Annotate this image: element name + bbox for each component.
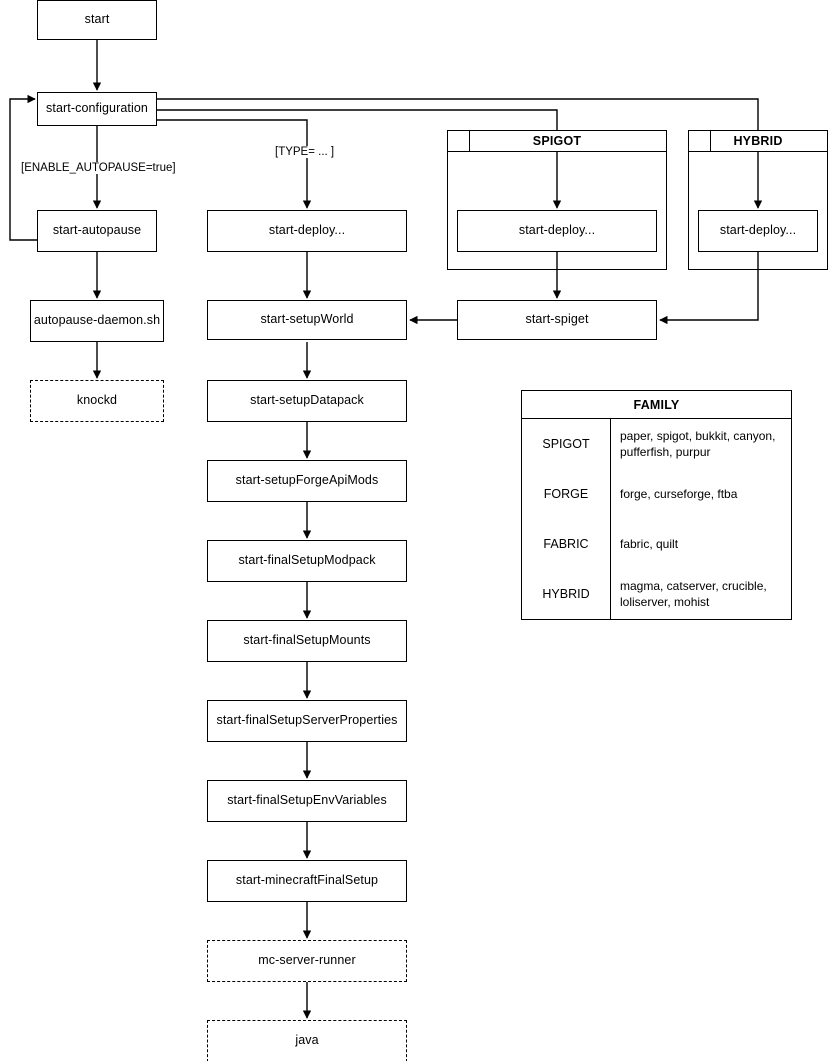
node-start-deploy-main[interactable]: start-deploy...	[207, 210, 407, 252]
lane-hybrid-title: HYBRID	[733, 134, 783, 148]
node-start-setupworld[interactable]: start-setupWorld	[207, 300, 407, 340]
node-knockd-label: knockd	[76, 393, 118, 408]
node-start-label: start	[84, 12, 110, 27]
node-start-finalsetupmounts[interactable]: start-finalSetupMounts	[207, 620, 407, 662]
family-row-key: FORGE	[543, 487, 589, 501]
lane-spigot-header-divider	[469, 131, 470, 152]
node-start-finalsetupenvvariables[interactable]: start-finalSetupEnvVariables	[207, 780, 407, 822]
family-row-value: forge, curseforge, ftba	[620, 486, 738, 501]
family-table: FAMILY SPIGOT paper, spigot, bukkit, can…	[521, 390, 792, 620]
node-java-label: java	[295, 1033, 319, 1048]
edge-configuration-to-deploy-main	[157, 119, 312, 209]
node-start-autopause-label: start-autopause	[52, 223, 142, 238]
edge-label-type: [TYPE= ... ]	[274, 146, 336, 158]
node-start-deploy-hybrid-label: start-deploy...	[719, 223, 797, 238]
family-row-value: paper, spigot, bukkit, canyon, pufferfis…	[620, 428, 776, 459]
node-start[interactable]: start	[37, 0, 157, 40]
node-start-configuration[interactable]: start-configuration	[37, 92, 157, 126]
node-start-finalsetupserverproperties-label: start-finalSetupServerProperties	[216, 713, 398, 728]
family-table-body: SPIGOT paper, spigot, bukkit, canyon, pu…	[522, 419, 791, 619]
family-row-key: SPIGOT	[542, 437, 590, 451]
node-knockd[interactable]: knockd	[30, 380, 164, 422]
table-row: FABRIC fabric, quilt	[522, 519, 791, 569]
node-start-deploy-spigot[interactable]: start-deploy...	[457, 210, 657, 252]
node-start-minecraftfinalsetup-label: start-minecraftFinalSetup	[235, 873, 379, 888]
edge-label-enable-autopause-text: [ENABLE_AUTOPAUSE=true]	[21, 162, 176, 174]
edge-label-enable-autopause: [ENABLE_AUTOPAUSE=true]	[20, 162, 177, 174]
node-java[interactable]: java	[207, 1020, 407, 1061]
family-row-key: HYBRID	[542, 587, 590, 601]
lane-spigot-header: SPIGOT	[448, 131, 666, 152]
node-start-spiget[interactable]: start-spiget	[457, 300, 657, 340]
table-row: FORGE forge, curseforge, ftba	[522, 469, 791, 519]
family-table-column-divider	[610, 419, 611, 619]
node-autopause-daemon[interactable]: autopause-daemon.sh	[30, 300, 164, 342]
table-row: HYBRID magma, catserver, crucible, lolis…	[522, 569, 791, 619]
node-start-finalsetupenvvariables-label: start-finalSetupEnvVariables	[227, 793, 387, 808]
family-row-value: magma, catserver, crucible, loliserver, …	[620, 578, 767, 609]
node-start-setupworld-label: start-setupWorld	[260, 312, 354, 327]
node-start-minecraftfinalsetup[interactable]: start-minecraftFinalSetup	[207, 860, 407, 902]
family-row-key: FABRIC	[543, 537, 589, 551]
node-start-finalsetupmodpack-label: start-finalSetupModpack	[238, 553, 376, 568]
family-table-header-label: FAMILY	[633, 397, 680, 412]
node-start-setupforgeapimods-label: start-setupForgeApiMods	[235, 473, 379, 488]
family-table-header: FAMILY	[522, 391, 791, 419]
node-start-setupdatapack-label: start-setupDatapack	[250, 393, 364, 408]
node-autopause-daemon-label: autopause-daemon.sh	[33, 313, 161, 328]
node-start-spiget-label: start-spiget	[525, 312, 589, 327]
node-start-deploy-spigot-label: start-deploy...	[518, 223, 596, 238]
lane-hybrid-header-divider	[710, 131, 711, 152]
family-row-value: fabric, quilt	[620, 536, 679, 551]
node-start-configuration-label: start-configuration	[46, 101, 148, 116]
node-mc-server-runner-label: mc-server-runner	[258, 953, 356, 968]
node-start-setupdatapack[interactable]: start-setupDatapack	[207, 380, 407, 422]
node-start-finalsetupserverproperties[interactable]: start-finalSetupServerProperties	[207, 700, 407, 742]
node-start-deploy-main-label: start-deploy...	[268, 223, 346, 238]
node-start-deploy-hybrid[interactable]: start-deploy...	[698, 210, 818, 252]
node-mc-server-runner[interactable]: mc-server-runner	[207, 940, 407, 982]
edge-label-type-text: [TYPE= ... ]	[275, 146, 335, 158]
node-start-finalsetupmodpack[interactable]: start-finalSetupModpack	[207, 540, 407, 582]
table-row: SPIGOT paper, spigot, bukkit, canyon, pu…	[522, 419, 791, 469]
node-start-finalsetupmounts-label: start-finalSetupMounts	[243, 633, 371, 648]
lane-spigot-title: SPIGOT	[532, 134, 582, 148]
node-start-autopause[interactable]: start-autopause	[37, 210, 157, 252]
node-start-setupforgeapimods[interactable]: start-setupForgeApiMods	[207, 460, 407, 502]
